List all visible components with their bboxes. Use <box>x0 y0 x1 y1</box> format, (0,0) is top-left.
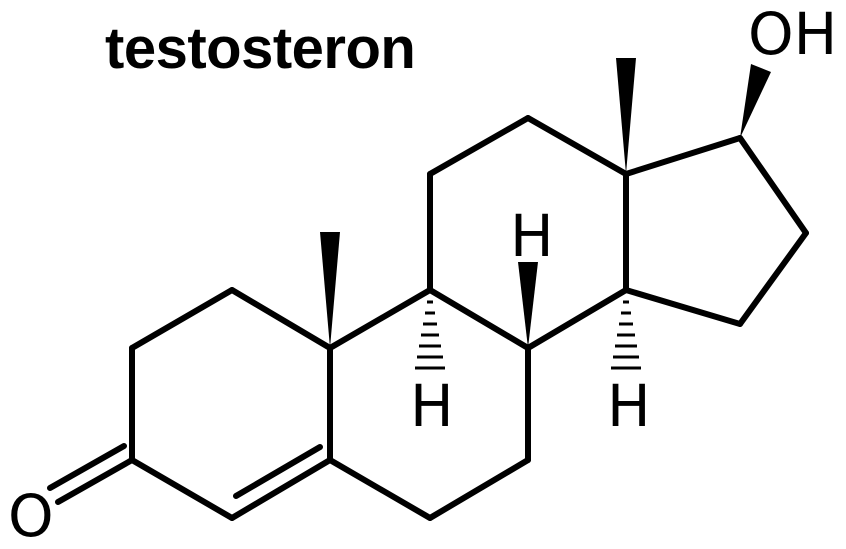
bond-c10-c1 <box>229 287 333 351</box>
bond-c3-c4 <box>129 457 235 521</box>
bond-c14-c8 <box>525 287 629 351</box>
atom-label-oh: OH <box>748 0 837 68</box>
bond-c4-c5 <box>229 457 333 521</box>
bond-c5-c6 <box>327 457 433 521</box>
bond-c3-o-double <box>47 443 127 491</box>
bond-c16-c15 <box>737 230 809 327</box>
bond-c12-c13 <box>525 115 629 177</box>
bond-c4-c5-double <box>233 444 323 499</box>
atom-label-h-c14: H <box>607 372 651 440</box>
bond-c8-c9 <box>427 287 531 351</box>
hash-c9-h <box>415 300 445 370</box>
wedge-c8-h <box>518 262 538 348</box>
bond-c9-c10 <box>327 287 433 351</box>
wedge-c10-methyl <box>320 232 340 348</box>
bond-c6-c7 <box>427 457 531 521</box>
wedge-c17-oh <box>740 64 771 138</box>
bond-c13-c17 <box>623 135 743 177</box>
hash-c14-h <box>611 300 641 370</box>
bond-c17-c16 <box>737 135 809 236</box>
atom-label-h-c8: H <box>510 202 554 270</box>
bond-c1-c2 <box>129 287 235 351</box>
bond-c15-c14 <box>623 287 743 327</box>
atom-label-h-c9: H <box>410 372 454 440</box>
wedge-c13-methyl <box>616 58 636 174</box>
diagram-title: testosteron <box>105 16 416 81</box>
bond-c11-c12 <box>427 115 531 177</box>
atom-label-carbonyl-o: O <box>8 482 54 549</box>
bond-c3-o <box>55 457 135 505</box>
